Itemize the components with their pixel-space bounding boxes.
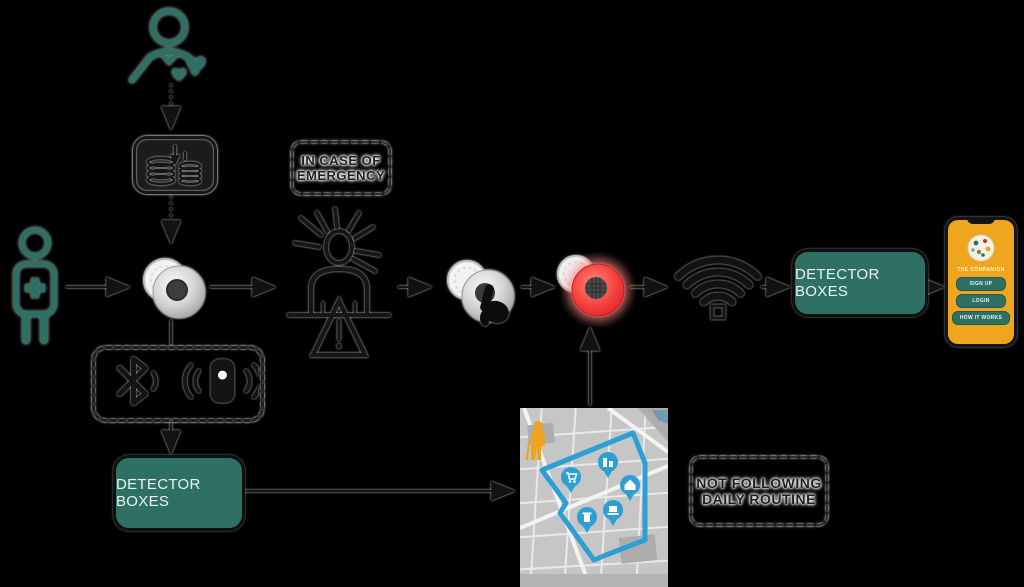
hearts-icon (171, 56, 206, 81)
caption-line: IN CASE OF (301, 153, 381, 168)
caregiver-person-icon (128, 7, 206, 84)
app-logo (967, 234, 995, 262)
phone-notch (967, 217, 995, 224)
app-button-label: HOW IT WORKS (959, 315, 1003, 321)
elderly-person-icon (525, 421, 545, 461)
connectivity-box (92, 346, 264, 422)
map-geofence (520, 408, 668, 587)
bluetooth-icon (117, 356, 148, 406)
camera-sensor-icon (143, 258, 206, 319)
detector-boxes-label: DETECTOR BOXES (116, 476, 201, 510)
caption-line: NOT FOLLOWING (696, 475, 822, 491)
routine-caption: NOT FOLLOWING DAILY ROUTINE (690, 456, 828, 526)
medical-cross-icon (25, 278, 45, 298)
map-pin-house-icon (620, 475, 640, 501)
press-button-icon (447, 260, 515, 326)
emergency-caption: IN CASE OF EMERGENCY (291, 141, 391, 195)
app-title: THE COMPANION (957, 267, 1005, 273)
wifi-icon (674, 256, 762, 320)
data-coils-icon (146, 145, 202, 186)
patient-person-icon (13, 227, 57, 344)
app-button-label: LOGIN (972, 298, 990, 304)
detector-boxes-right: DETECTOR BOXES (792, 249, 928, 317)
geofence-polygon (539, 430, 648, 563)
detector-boxes-label: DETECTOR BOXES (795, 266, 880, 300)
map-pin-cart-icon (561, 467, 581, 493)
app-button-signup: SIGN UP (956, 277, 1006, 291)
app-button-how-it-works: HOW IT WORKS (952, 311, 1010, 325)
app-button-label: SIGN UP (969, 281, 993, 287)
map-pins (561, 452, 640, 533)
emergency-person-icon (287, 207, 391, 358)
map-pin-laptop-icon (603, 500, 623, 526)
map-pin-buildings-icon (598, 452, 618, 478)
phone-screen: THE COMPANION SIGN UP LOGIN HOW IT WORKS (948, 220, 1014, 344)
data-collection-box (133, 136, 217, 194)
map-pin-bin-icon (577, 507, 597, 533)
warning-triangle-icon (309, 295, 369, 358)
caption-line: DAILY ROUTINE (702, 491, 816, 507)
alarm-sensor-icon (557, 255, 629, 321)
smartphone: THE COMPANION SIGN UP LOGIN HOW IT WORKS (945, 217, 1017, 347)
detector-boxes-left: DETECTOR BOXES (113, 455, 245, 531)
hand-pointer-icon (480, 284, 509, 326)
caption-line: EMERGENCY (296, 168, 386, 183)
app-button-login: LOGIN (956, 294, 1006, 308)
wearable-device-icon (210, 359, 235, 403)
